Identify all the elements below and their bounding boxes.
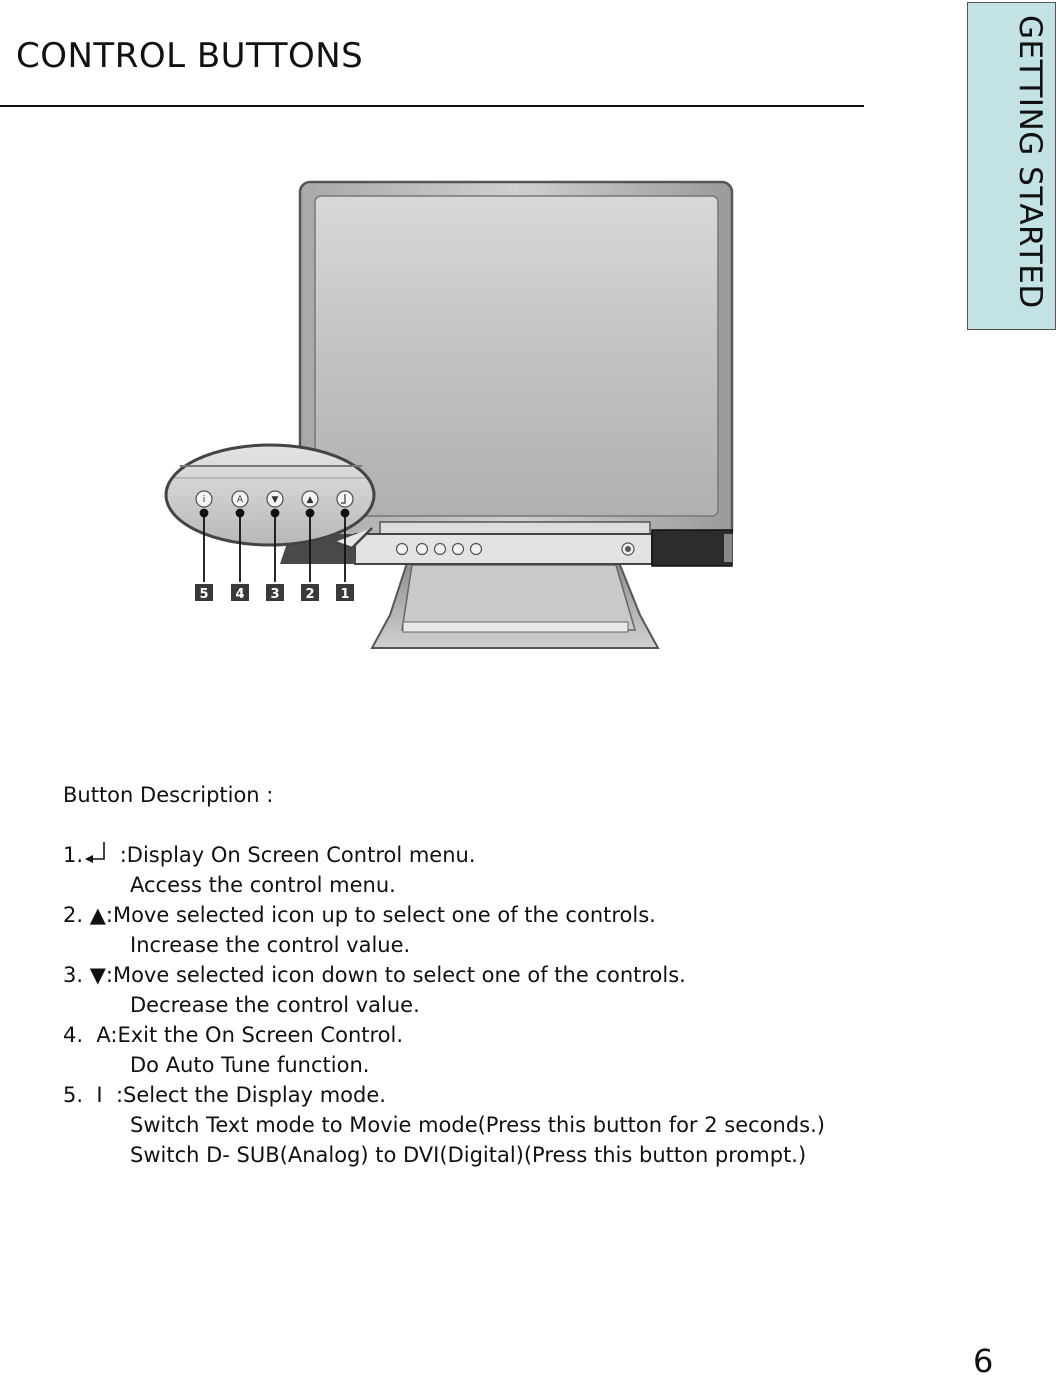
- page-title: CONTROL BUTTONS: [16, 36, 364, 76]
- button-description: Button Description : 1. :Display On Scre…: [63, 780, 825, 1170]
- page-number: 6: [973, 1342, 994, 1380]
- monitor-body: [298, 180, 734, 542]
- item-text: :Display On Screen Control menu.: [113, 843, 476, 867]
- zoom-button-down-glyph: ▼: [272, 495, 279, 505]
- item-number: 3.: [63, 963, 90, 987]
- monitor-stand: [370, 559, 660, 649]
- list-item: 3. ▼:Move selected icon down to select o…: [63, 960, 825, 990]
- display-mode-glyph: I: [96, 1083, 103, 1107]
- control-strip: [354, 521, 733, 567]
- item-text: :Move selected icon up to select one of …: [105, 903, 656, 927]
- list-item: 4. A:Exit the On Screen Control.: [63, 1020, 825, 1050]
- callout-2: 2: [305, 587, 314, 602]
- zoom-enter-icon: [341, 494, 346, 504]
- item-subtext: Access the control menu.: [130, 873, 396, 897]
- list-item: 5. I :Select the Display mode.: [63, 1080, 825, 1110]
- item-number: 5.: [63, 1083, 97, 1107]
- zoom-button-i-glyph: i: [203, 495, 206, 505]
- item-number: 2.: [63, 903, 90, 927]
- callout-1: 1: [340, 587, 349, 602]
- item-number: 4.: [63, 1023, 97, 1047]
- zoom-button-up-glyph: ▲: [307, 495, 314, 505]
- callout-3: 3: [270, 587, 279, 602]
- title-divider: [0, 105, 864, 107]
- item-number: 1.: [63, 843, 84, 867]
- list-item: 2. ▲:Move selected icon up to select one…: [63, 900, 825, 930]
- enter-icon: [85, 842, 105, 863]
- section-tab: GETTING STARTED: [967, 2, 1056, 330]
- item-subtext: Switch Text mode to Movie mode(Press thi…: [130, 1113, 825, 1137]
- zoom-button-a-glyph: A: [237, 495, 244, 505]
- description-heading: Button Description :: [63, 783, 274, 807]
- monitor-illustration: i A ▼ ▲ 5 4 3 2 1: [164, 180, 734, 649]
- zoom-callout: i A ▼ ▲: [164, 443, 376, 582]
- item-text: :Move selected icon down to select one o…: [105, 963, 686, 987]
- item-subtext: Increase the control value.: [130, 933, 411, 957]
- down-arrow-icon: ▼: [89, 963, 106, 987]
- item-subtext: Switch D- SUB(Analog) to DVI(Digital)(Pr…: [130, 1143, 807, 1167]
- up-arrow-icon: ▲: [89, 903, 106, 927]
- item-text: :Select the Display mode.: [102, 1083, 386, 1107]
- item-subtext: Decrease the control value.: [130, 993, 420, 1017]
- section-tab-label: GETTING STARTED: [1012, 15, 1048, 309]
- callout-5: 5: [199, 587, 208, 602]
- list-item: 1. :Display On Screen Control menu.: [63, 840, 825, 870]
- auto-button-glyph: A: [96, 1023, 111, 1047]
- callout-labels: 5 4 3 2 1: [195, 584, 354, 602]
- callout-4: 4: [235, 587, 244, 602]
- item-text: :Exit the On Screen Control.: [110, 1023, 404, 1047]
- item-subtext: Do Auto Tune function.: [130, 1053, 370, 1077]
